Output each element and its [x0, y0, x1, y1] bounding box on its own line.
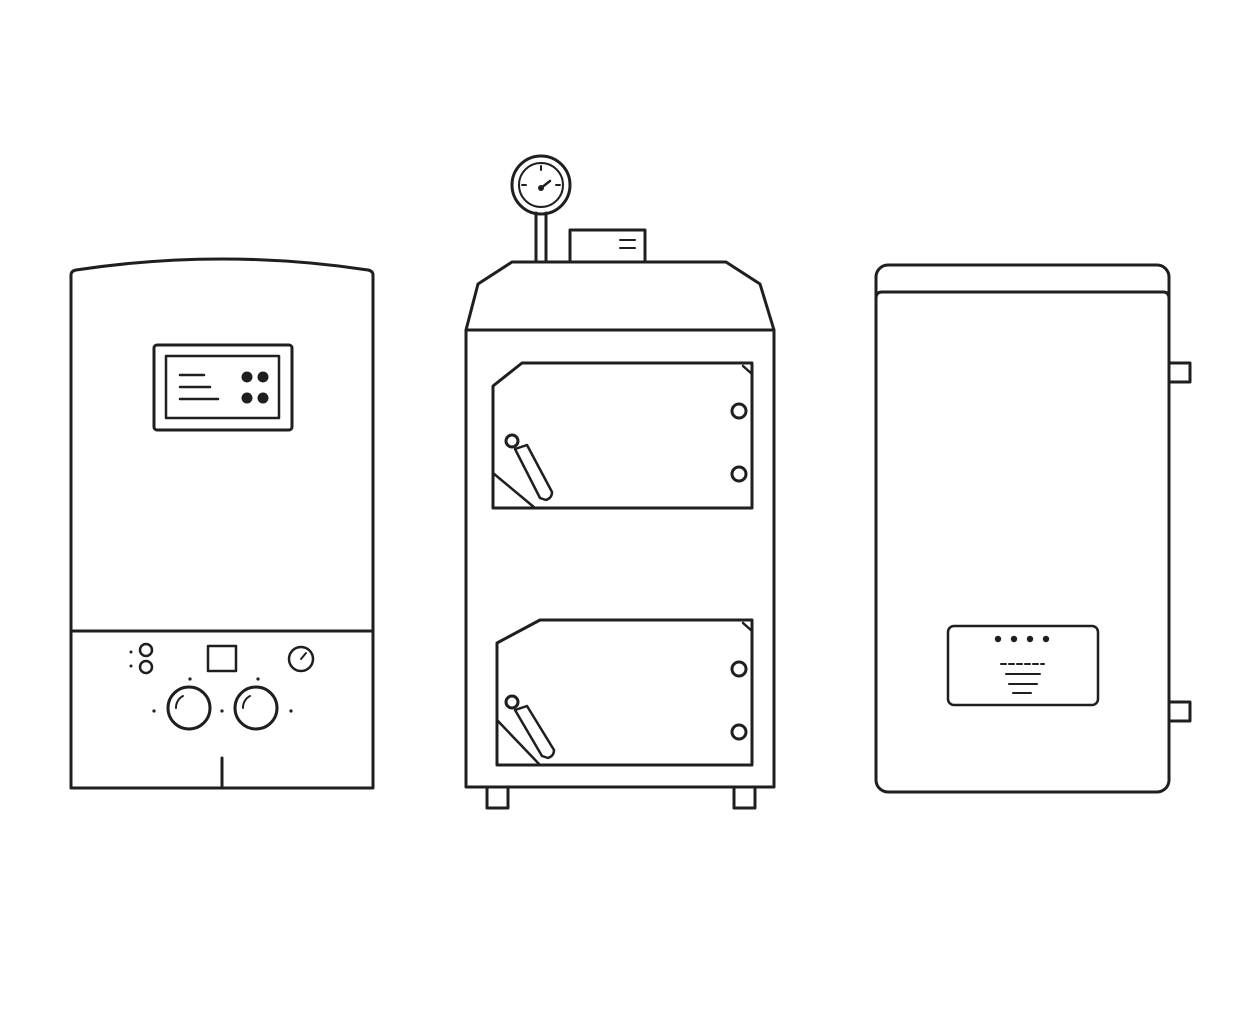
boiler-body-outline: [464, 328, 776, 789]
control-panel: [946, 624, 1100, 707]
pressure-gauge-icon: [287, 645, 315, 673]
top-panel-line: [874, 290, 1171, 300]
door-handle-icon: [504, 433, 554, 502]
electric-boiler-icon: [874, 263, 1192, 794]
boiler-body-outline: [874, 263, 1171, 794]
solid-fuel-boiler-icon: [464, 154, 776, 810]
indicator-light-icon: [138, 642, 154, 658]
temperature-knob-icon: [233, 685, 279, 731]
display-panel: [152, 343, 294, 432]
lower-door: [495, 618, 754, 767]
rating-plate: [568, 228, 647, 264]
display-buttons: [241, 371, 269, 404]
pressure-gauge-icon: [510, 154, 572, 264]
upper-door: [491, 361, 754, 510]
vent-lines: [1000, 663, 1045, 694]
temperature-knob-icon: [166, 685, 212, 731]
door-handle-icon: [504, 694, 556, 760]
boiler-body-outline: [69, 257, 375, 790]
pipe-connector: [1167, 361, 1192, 384]
boiler-top-cap: [464, 260, 776, 332]
combi-boiler-icon: [69, 257, 375, 790]
led-indicators: [994, 635, 1050, 643]
status-window: [206, 644, 238, 673]
pipe-connector: [1167, 700, 1192, 723]
boiler-foot: [485, 785, 510, 810]
boiler-foot: [732, 785, 757, 810]
indicator-light-icon: [138, 659, 154, 675]
